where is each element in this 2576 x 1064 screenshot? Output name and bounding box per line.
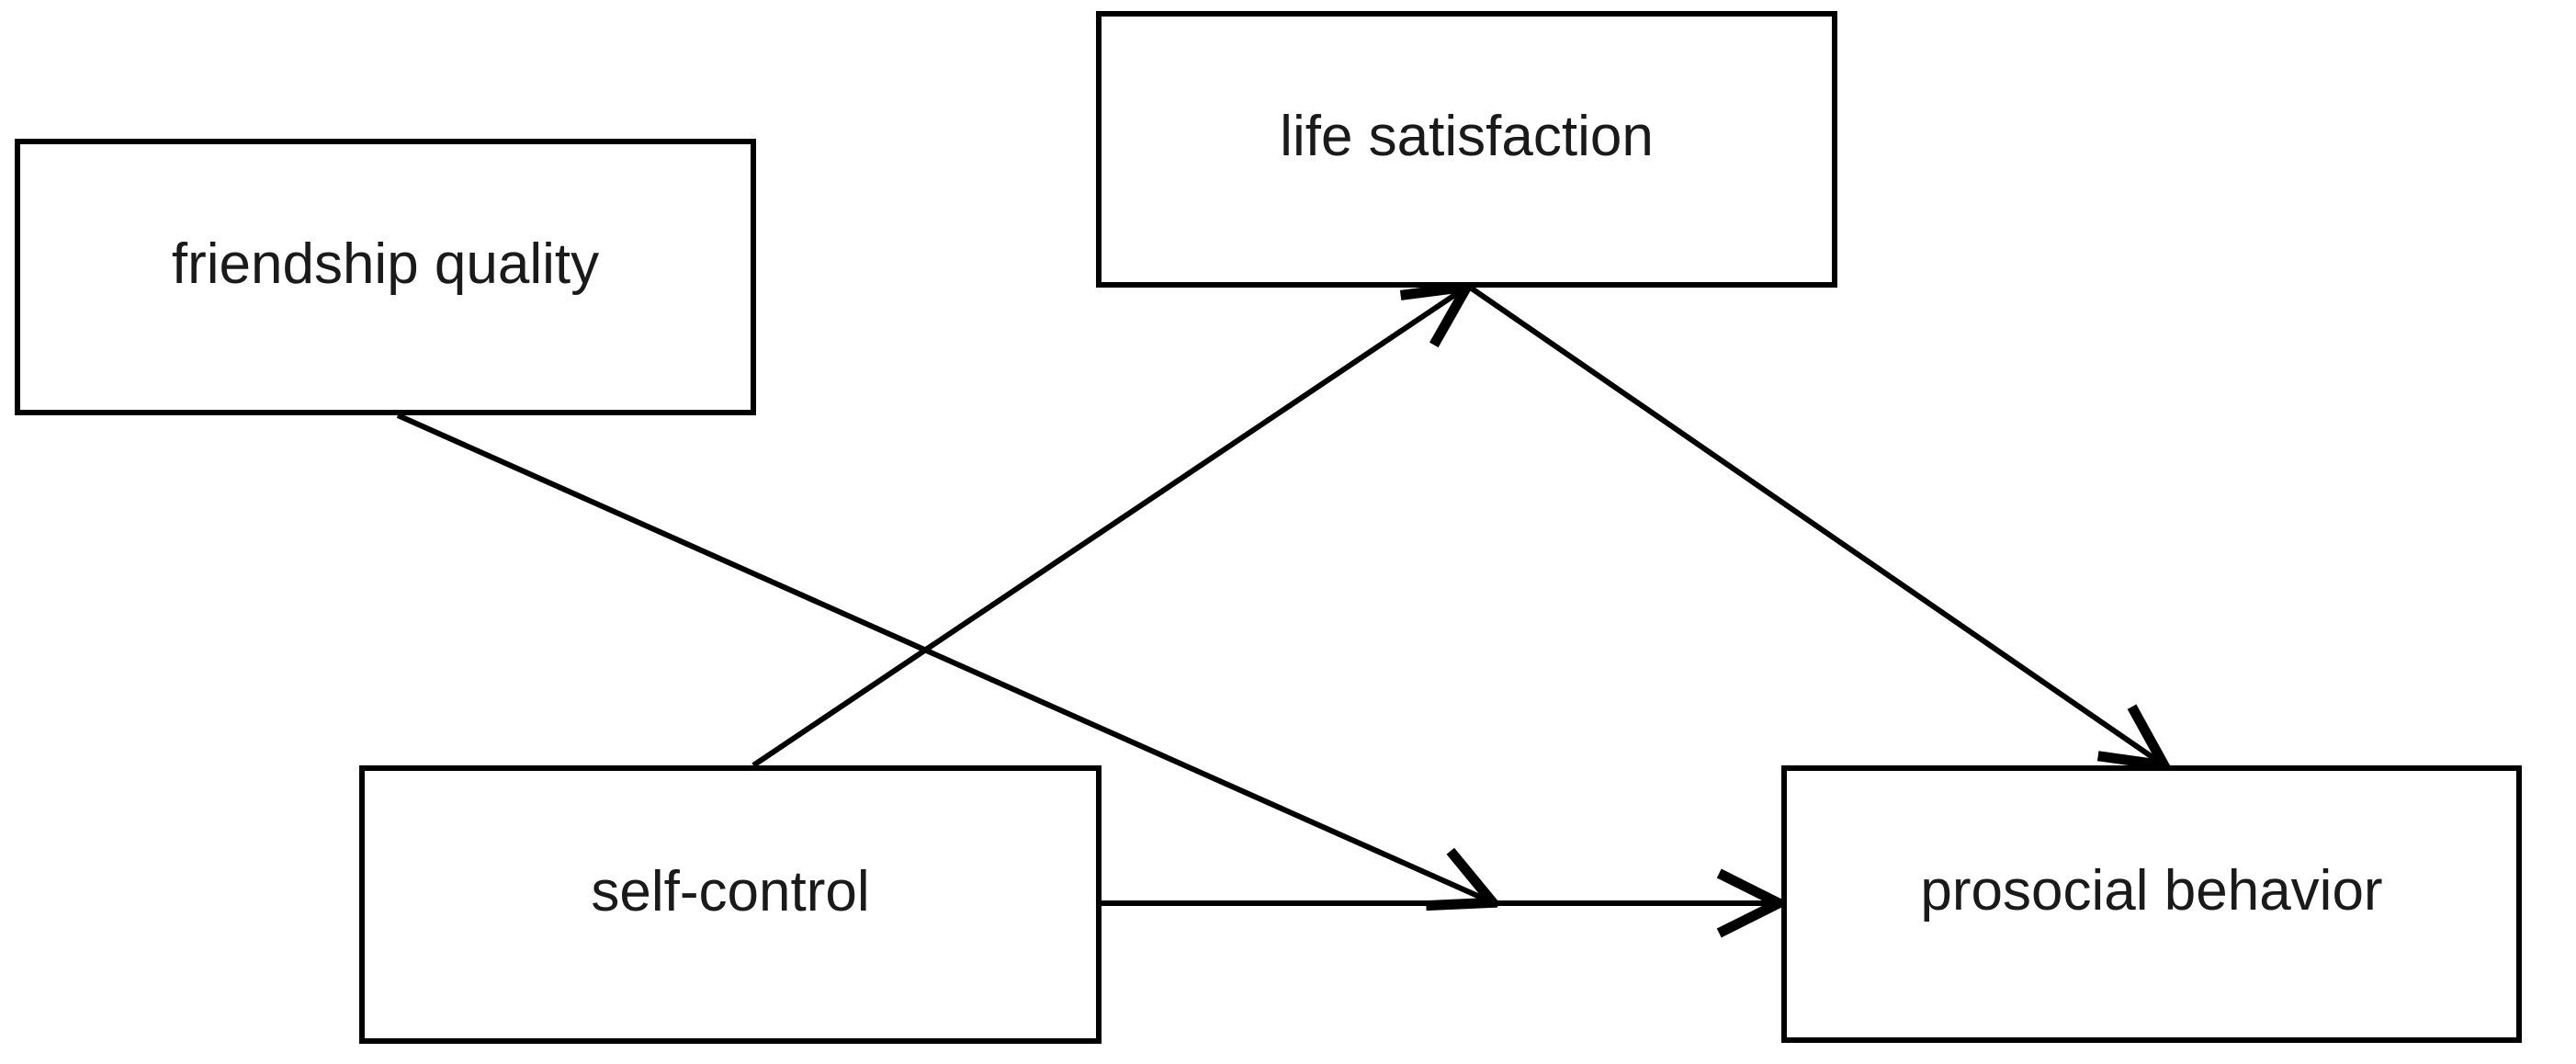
node-prosocial-behavior[interactable]: prosocial behavior: [1781, 765, 2522, 1043]
node-friendship-quality-label: friendship quality: [171, 232, 600, 296]
node-friendship-quality[interactable]: friendship quality: [15, 139, 756, 415]
node-self-control[interactable]: self-control: [359, 765, 1102, 1044]
edge-self-control-to-life-satisfaction: [751, 289, 1464, 768]
node-life-satisfaction[interactable]: life satisfaction: [1096, 11, 1837, 288]
node-life-satisfaction-label: life satisfaction: [1280, 104, 1654, 168]
node-prosocial-behavior-label: prosocial behavior: [1920, 859, 2383, 923]
node-self-control-label: self-control: [591, 859, 870, 923]
edge-life-satisfaction-to-prosocial-behavior: [1470, 286, 2162, 764]
